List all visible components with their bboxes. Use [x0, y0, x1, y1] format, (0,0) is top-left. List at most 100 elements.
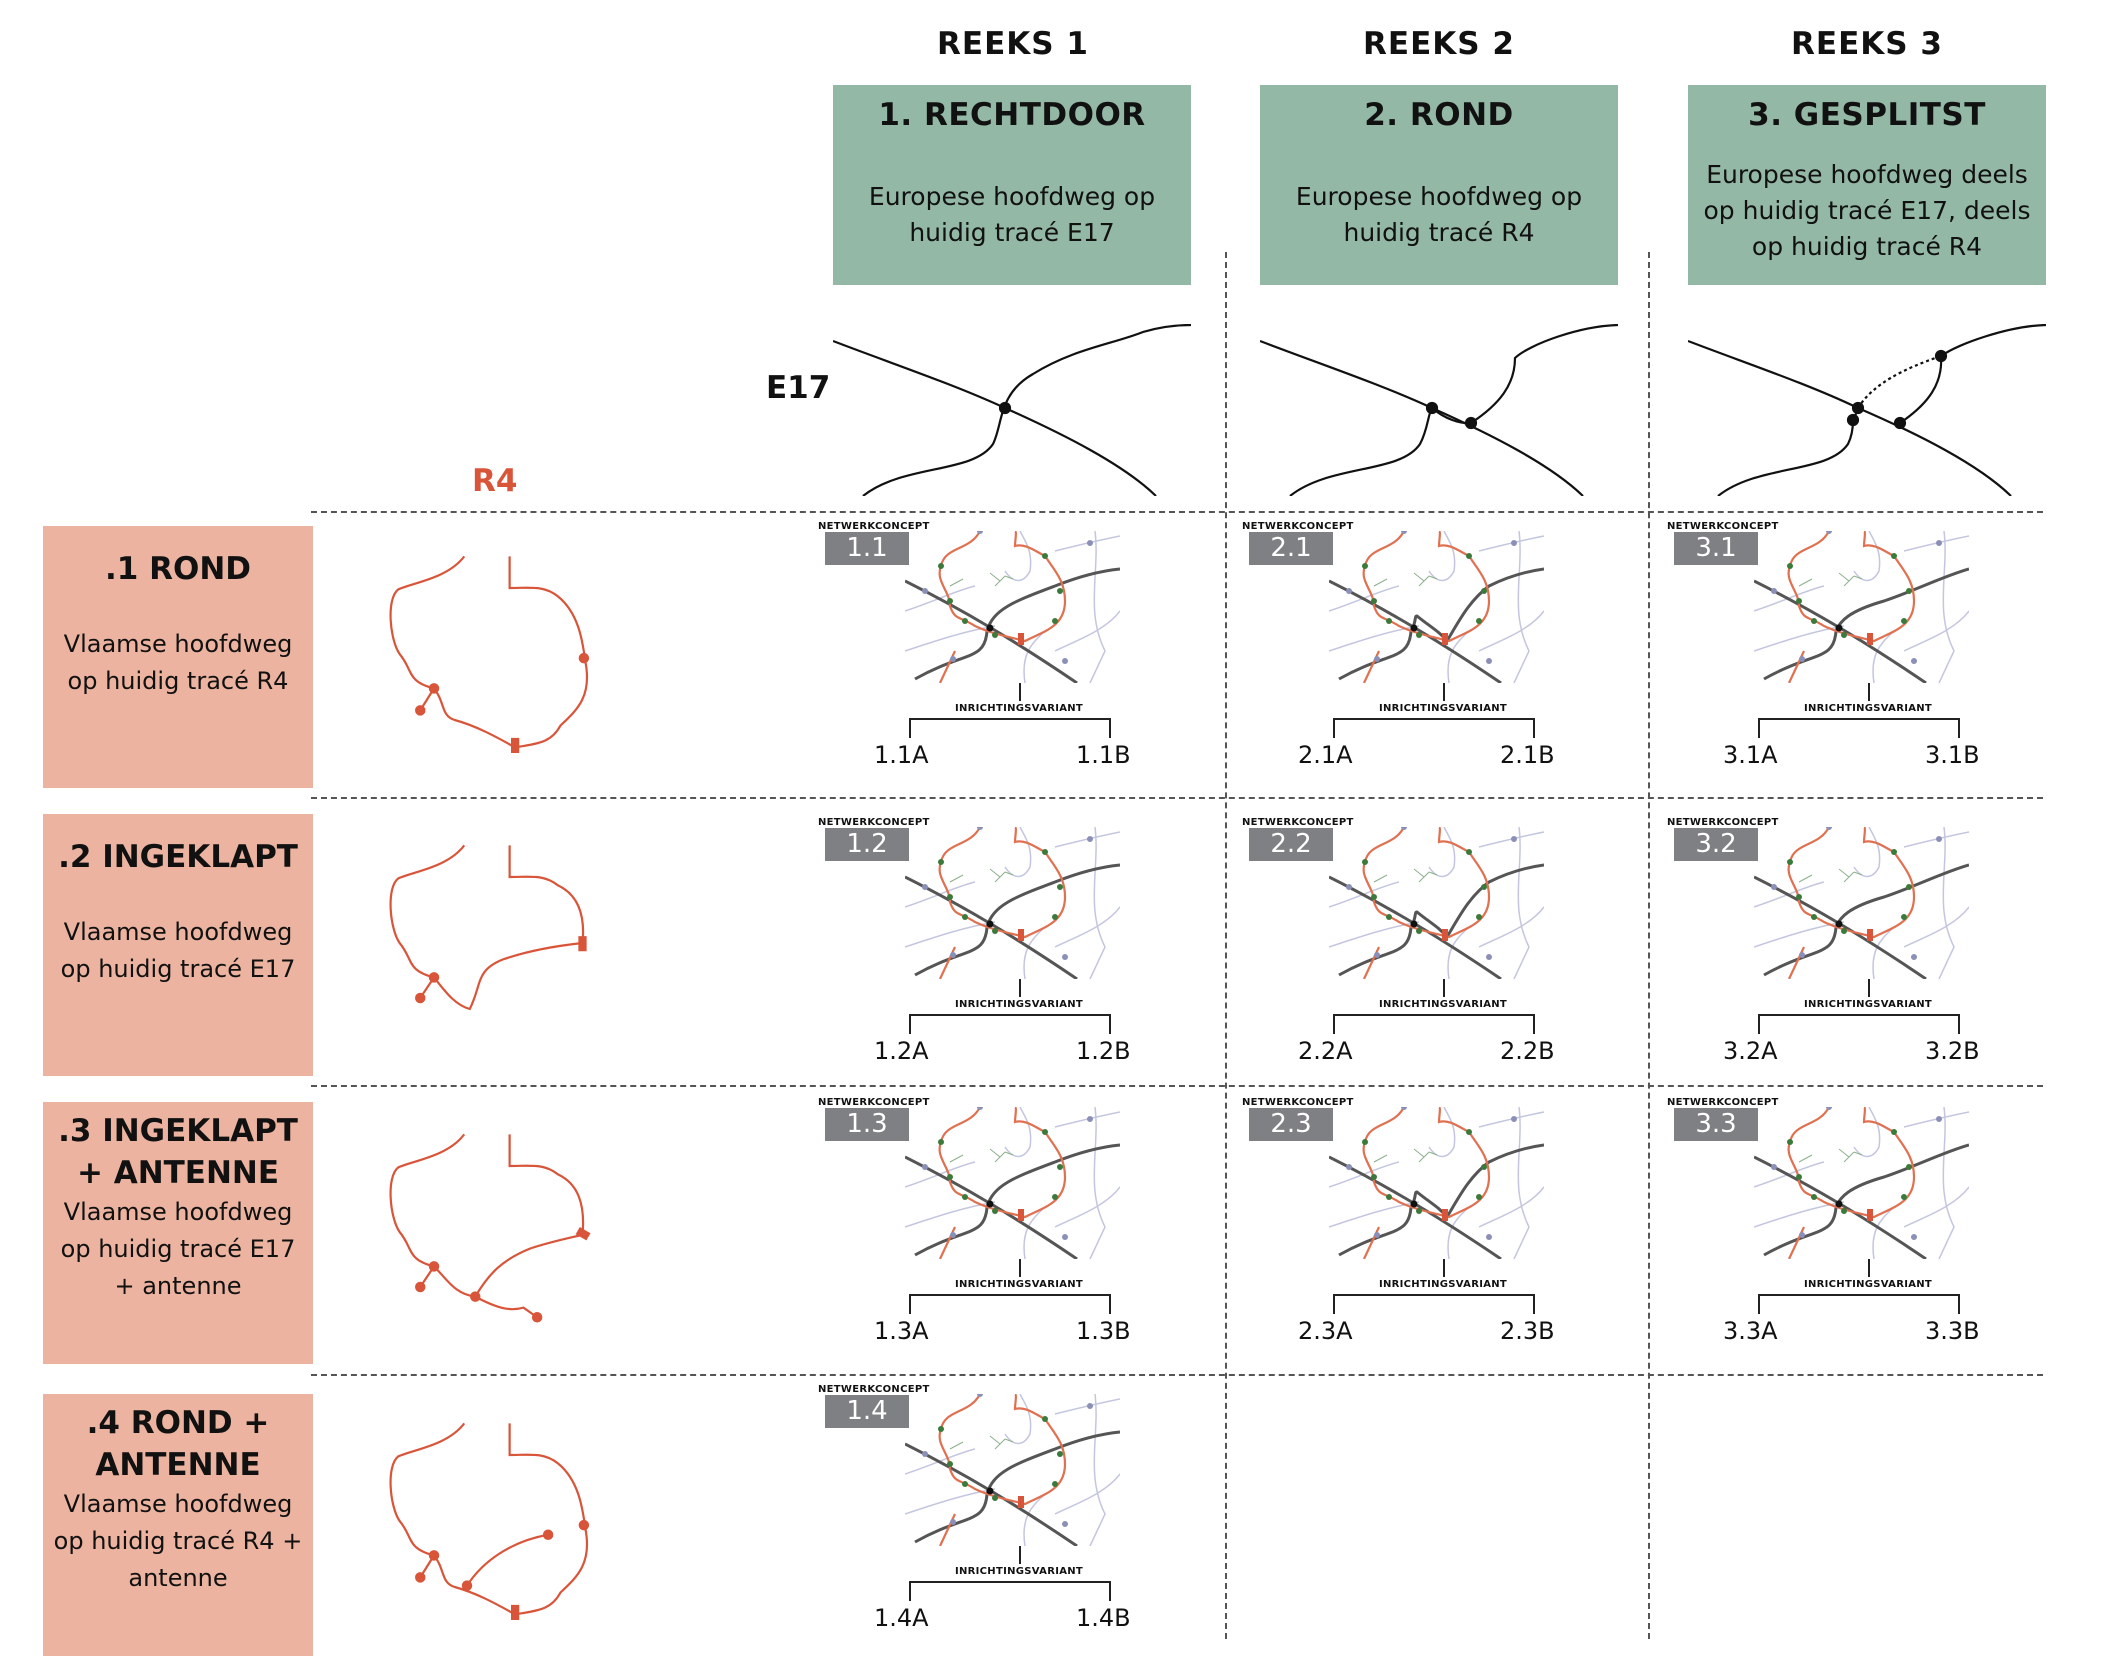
r4-sketch-rond-antenne	[389, 1422, 590, 1620]
variant-b-label: 2.1B	[1500, 741, 1555, 769]
inrichtingsvariant-label: INRICHTINGSVARIANT	[1378, 999, 1508, 1010]
netwerkconcept-1-3: NETWERKCONCEPT 1.3 INRICHTINGSVARIANT 1.…	[818, 1097, 1138, 1357]
variant-b-label: 1.4B	[1076, 1604, 1131, 1632]
variant-description: Vlaamse hoofdweg op huidig tracé E17 + a…	[60, 1198, 296, 1300]
variant-a-label: 3.2A	[1723, 1037, 1778, 1065]
inrichtingsvariant-label: INRICHTINGSVARIANT	[954, 1279, 1084, 1290]
concept-box-rond: 2. ROND Europese hoofdweg op huidig trac…	[1260, 85, 1618, 285]
variant-b-label: 2.3B	[1500, 1317, 1555, 1345]
netwerkconcept-1-4: NETWERKCONCEPT 1.4 INRICHTINGSVARIANT 1.…	[818, 1384, 1138, 1644]
variant-a-label: 1.4A	[874, 1604, 929, 1632]
variant-bracket	[909, 1581, 1111, 1601]
netwerkconcept-label: NETWERKCONCEPT	[1667, 1097, 1779, 1108]
netwerkconcept-badge: 1.2	[825, 828, 909, 861]
variant-box-rond-antenne: .4 ROND + ANTENNE Vlaamse hoofdweg op hu…	[43, 1394, 313, 1656]
connector-line	[1868, 979, 1870, 997]
e17-sketch-gesplitst	[1688, 324, 2046, 496]
inrichtingsvariant-label: INRICHTINGSVARIANT	[954, 999, 1084, 1010]
variant-title: .3 INGEKLAPT + ANTENNE	[58, 1113, 298, 1191]
variant-bracket	[909, 1014, 1111, 1034]
reeks-1-header: REEKS 1	[937, 26, 1089, 62]
netwerkconcept-badge: 3.1	[1674, 532, 1758, 565]
variant-bracket	[1333, 718, 1535, 738]
variant-a-label: 1.1A	[874, 741, 929, 769]
reeks-2-header: REEKS 2	[1363, 26, 1515, 62]
r4-sketch-ingeklapt-antenne	[389, 1133, 591, 1323]
variant-b-label: 1.3B	[1076, 1317, 1131, 1345]
variant-b-label: 1.2B	[1076, 1037, 1131, 1065]
concept-description: Europese hoofdweg op huidig tracé R4	[1295, 182, 1583, 247]
concept-description: Europese hoofdweg deels op huidig tracé …	[1703, 160, 2031, 261]
netwerkconcept-label: NETWERKCONCEPT	[1667, 817, 1779, 828]
column-divider	[1648, 252, 1650, 1639]
variant-a-label: 1.2A	[874, 1037, 929, 1065]
variant-title: .2 INGEKLAPT	[58, 839, 298, 875]
variant-box-ingeklapt: .2 INGEKLAPT Vlaamse hoofdweg op huidig …	[43, 814, 313, 1076]
r4-sketch-ingeklapt	[389, 844, 587, 1011]
netwerkconcept-label: NETWERKCONCEPT	[818, 1097, 930, 1108]
netwerkconcept-2-3: NETWERKCONCEPT 2.3 INRICHTINGSVARIANT 2.…	[1242, 1097, 1562, 1357]
connector-line	[1443, 683, 1445, 701]
column-divider	[1225, 252, 1227, 1639]
connector-line	[1443, 1259, 1445, 1277]
variant-a-label: 2.2A	[1298, 1037, 1353, 1065]
variant-title: .4 ROND + ANTENNE	[86, 1405, 270, 1483]
netwerkconcept-label: NETWERKCONCEPT	[1242, 1097, 1354, 1108]
netwerkconcept-label: NETWERKCONCEPT	[1242, 521, 1354, 532]
variant-bracket	[1758, 718, 1960, 738]
concept-box-rechtdoor: 1. RECHTDOOR Europese hoofdweg op huidig…	[833, 85, 1191, 285]
netwerkconcept-3-3: NETWERKCONCEPT 3.3 INRICHTINGSVARIANT 3.…	[1667, 1097, 1987, 1357]
connector-line	[1443, 979, 1445, 997]
variant-a-label: 2.1A	[1298, 741, 1353, 769]
netwerkconcept-1-1: NETWERKCONCEPT 1.1 INRICHTINGSVARIANT 1.…	[818, 521, 1138, 781]
r4-sketch-rond	[389, 555, 590, 753]
inrichtingsvariant-label: INRICHTINGSVARIANT	[954, 1566, 1084, 1577]
netwerkconcept-badge: 1.3	[825, 1108, 909, 1141]
netwerkconcept-label: NETWERKCONCEPT	[1242, 817, 1354, 828]
variant-box-ingeklapt-antenne: .3 INGEKLAPT + ANTENNE Vlaamse hoofdweg …	[43, 1102, 313, 1364]
connector-line	[1868, 683, 1870, 701]
netwerkconcept-label: NETWERKCONCEPT	[1667, 521, 1779, 532]
netwerkconcept-badge: 2.1	[1249, 532, 1333, 565]
variant-bracket	[909, 718, 1111, 738]
connector-line	[1019, 1259, 1021, 1277]
netwerkconcept-badge: 2.2	[1249, 828, 1333, 861]
variant-bracket	[909, 1294, 1111, 1314]
connector-line	[1019, 979, 1021, 997]
variant-description: Vlaamse hoofdweg op huidig tracé R4	[63, 630, 293, 695]
variant-bracket	[1758, 1014, 1960, 1034]
netwerkconcept-badge: 3.2	[1674, 828, 1758, 861]
netwerkconcept-badge: 2.3	[1249, 1108, 1333, 1141]
row-divider	[311, 797, 2043, 799]
inrichtingsvariant-label: INRICHTINGSVARIANT	[1378, 1279, 1508, 1290]
inrichtingsvariant-label: INRICHTINGSVARIANT	[1378, 703, 1508, 714]
variant-a-label: 3.3A	[1723, 1317, 1778, 1345]
inrichtingsvariant-label: INRICHTINGSVARIANT	[954, 703, 1084, 714]
netwerkconcept-badge: 1.4	[825, 1395, 909, 1428]
concept-title: 1. RECHTDOOR	[878, 97, 1146, 133]
variant-description: Vlaamse hoofdweg op huidig tracé R4 + an…	[53, 1490, 303, 1592]
concept-description: Europese hoofdweg op huidig tracé E17	[868, 182, 1156, 247]
reeks-3-header: REEKS 3	[1791, 26, 1943, 62]
variant-description: Vlaamse hoofdweg op huidig tracé E17	[60, 918, 296, 983]
variant-b-label: 3.1B	[1925, 741, 1980, 769]
e17-sketch-rond	[1260, 324, 1618, 496]
netwerkconcept-2-2: NETWERKCONCEPT 2.2 INRICHTINGSVARIANT 2.…	[1242, 817, 1562, 1077]
netwerkconcept-badge: 1.1	[825, 532, 909, 565]
variant-a-label: 1.3A	[874, 1317, 929, 1345]
variant-b-label: 3.3B	[1925, 1317, 1980, 1345]
variant-bracket	[1758, 1294, 1960, 1314]
variant-b-label: 3.2B	[1925, 1037, 1980, 1065]
variant-b-label: 1.1B	[1076, 741, 1131, 769]
row-divider	[311, 511, 2043, 513]
r4-label: R4	[472, 463, 518, 499]
inrichtingsvariant-label: INRICHTINGSVARIANT	[1803, 1279, 1933, 1290]
variant-bracket	[1333, 1014, 1535, 1034]
variant-title: .1 ROND	[104, 551, 252, 587]
netwerkconcept-1-2: NETWERKCONCEPT 1.2 INRICHTINGSVARIANT 1.…	[818, 817, 1138, 1077]
row-divider	[311, 1374, 2043, 1376]
netwerkconcept-label: NETWERKCONCEPT	[818, 521, 930, 532]
e17-label: E17	[766, 370, 831, 406]
concept-box-gesplitst: 3. GESPLITST Europese hoofdweg deels op …	[1688, 85, 2046, 285]
netwerkconcept-label: NETWERKCONCEPT	[818, 817, 930, 828]
